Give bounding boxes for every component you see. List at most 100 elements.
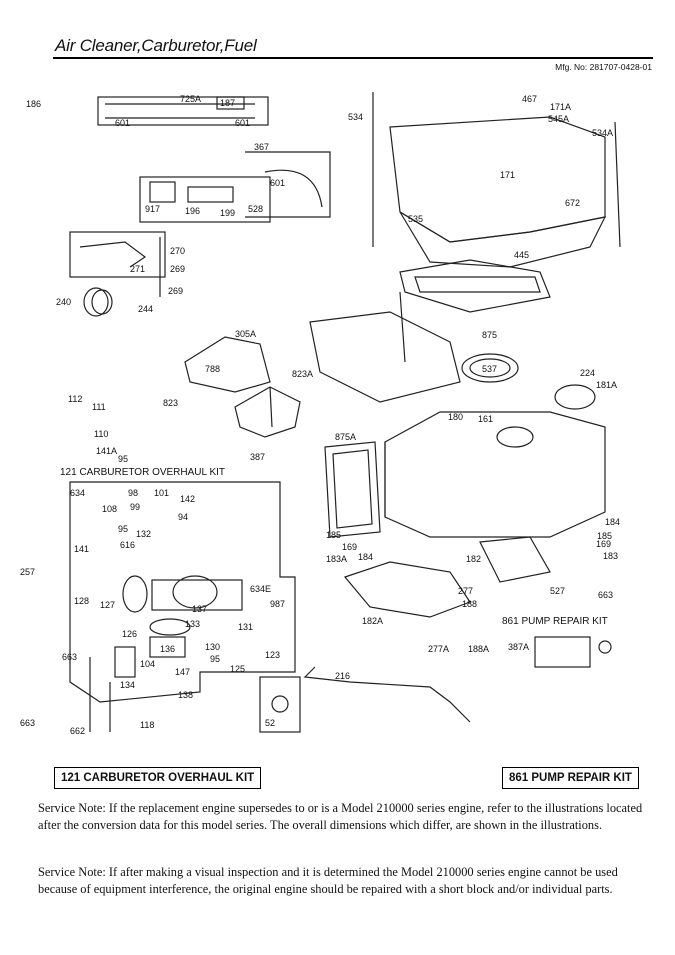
part-label: 128 [74, 596, 89, 606]
part-label: 98 [128, 488, 138, 498]
part-label: 634 [70, 488, 85, 498]
part-label: 184 [605, 517, 620, 527]
part-label: 875A [335, 432, 356, 442]
part-label: 127 [100, 600, 115, 610]
part-label: 188A [468, 644, 489, 654]
part-label: 134 [120, 680, 135, 690]
part-label: 187 [220, 98, 235, 108]
part-label: 534A [592, 128, 613, 138]
part-label: 269 [168, 286, 183, 296]
part-label: 133 [185, 619, 200, 629]
part-label: 161 [478, 414, 493, 424]
part-label: 171 [500, 170, 515, 180]
title-rule [53, 57, 653, 59]
part-label: 823A [292, 369, 313, 379]
part-label: 616 [120, 540, 135, 550]
part-label: 663 [20, 718, 35, 728]
page-title: Air Cleaner,Carburetor,Fuel [55, 36, 257, 55]
part-label: 132 [136, 529, 151, 539]
part-label: 131 [238, 622, 253, 632]
part-label: 111 [92, 402, 106, 412]
part-label: 240 [56, 297, 71, 307]
part-label: 445 [514, 250, 529, 260]
carburetor-overhaul-kit-box: 121 CARBURETOR OVERHAUL KIT [54, 767, 262, 789]
pump-kit-caption: 861 PUMP REPAIR KIT [502, 616, 608, 627]
part-label: 535 [408, 214, 423, 224]
part-label: 186 [26, 99, 41, 109]
service-note-2: Service Note: If after making a visual i… [38, 865, 618, 896]
part-label: 788 [205, 364, 220, 374]
part-label: 137 [192, 604, 207, 614]
part-label: 130 [205, 642, 220, 652]
part-label: 126 [122, 629, 137, 639]
part-label: 216 [335, 671, 350, 681]
part-label: 277 [458, 586, 473, 596]
part-label: 224 [580, 368, 595, 378]
part-label: 875 [482, 330, 497, 340]
part-label: 269 [170, 264, 185, 274]
part-label: 257 [20, 567, 35, 577]
part-label: 987 [270, 599, 285, 609]
part-label: 672 [565, 198, 580, 208]
exploded-parts-diagram: 186 725A 187 601 601 367 601 528 917 196… [20, 92, 621, 736]
part-label: 52 [265, 718, 275, 728]
part-label: 725A [180, 94, 201, 104]
part-label: 601 [115, 118, 130, 128]
part-label: 528 [248, 204, 263, 214]
part-label: 185 [597, 531, 612, 541]
part-label: 601 [235, 118, 250, 128]
part-label: 141A [96, 446, 117, 456]
carburetor-kit-caption: 121 CARBURETOR OVERHAUL KIT [60, 467, 225, 478]
part-label: 108 [102, 504, 117, 514]
part-label: 188 [462, 599, 477, 609]
part-label: 663 [62, 652, 77, 662]
part-label: 662 [70, 726, 85, 736]
part-label: 94 [178, 512, 188, 522]
part-label: 823 [163, 398, 178, 408]
part-label: 183 [603, 551, 618, 561]
part-label: 305A [235, 329, 256, 339]
part-label: 270 [170, 246, 185, 256]
part-label: 180 [448, 412, 463, 422]
part-label: 367 [254, 142, 269, 152]
part-label: 387 [250, 452, 265, 462]
part-label: 123 [265, 650, 280, 660]
part-label: 110 [94, 429, 108, 439]
service-note-1: Service Note: If the replacement engine … [38, 801, 643, 832]
part-label: 147 [175, 667, 190, 677]
part-label: 182A [362, 616, 383, 626]
part-label: 244 [138, 304, 153, 314]
part-label: 136 [160, 644, 175, 654]
part-label: 95 [118, 454, 128, 464]
part-label: 184 [358, 552, 373, 562]
part-label: 199 [220, 208, 235, 218]
part-label: 545A [548, 114, 569, 124]
part-label: 169 [596, 539, 611, 549]
part-label: 601 [270, 178, 285, 188]
part-label: 467 [522, 94, 537, 104]
part-label: 95 [118, 524, 128, 534]
part-label: 387A [508, 642, 529, 652]
mfg-number: Mfg. No: 281707-0428-01 [555, 62, 652, 72]
part-label: 181A [596, 380, 617, 390]
part-label: 182 [466, 554, 481, 564]
part-label: 527 [550, 586, 565, 596]
part-label: 101 [154, 488, 169, 498]
part-label: 118 [140, 720, 154, 730]
part-label: 142 [180, 494, 195, 504]
part-label: 663 [598, 590, 613, 600]
part-label: 196 [185, 206, 200, 216]
pump-repair-kit-box: 861 PUMP REPAIR KIT [502, 767, 639, 789]
part-label: 917 [145, 204, 160, 214]
part-label: 95 [210, 654, 220, 664]
part-label: 537 [482, 364, 497, 374]
part-label: 169 [342, 542, 357, 552]
part-label: 277A [428, 644, 449, 654]
part-label: 271 [130, 264, 145, 274]
part-label: 104 [140, 659, 155, 669]
part-label: 185 [326, 530, 341, 540]
part-label: 138 [178, 690, 193, 700]
part-label: 112 [68, 394, 82, 404]
part-label: 141 [74, 544, 89, 554]
part-label: 534 [348, 112, 363, 122]
